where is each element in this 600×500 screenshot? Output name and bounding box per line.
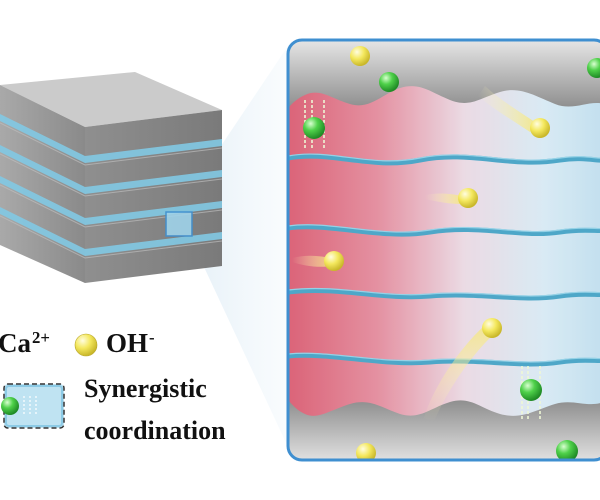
- block-left-face: [0, 85, 85, 283]
- legend-icons: [1, 333, 98, 429]
- ca-ion: [520, 379, 542, 401]
- ca-ions: [303, 58, 600, 460]
- layered-block: [0, 72, 223, 283]
- oh-ion: [324, 251, 344, 271]
- oh-ion: [530, 118, 550, 138]
- ion-trails: [292, 86, 535, 422]
- zoom-panel: [286, 38, 600, 462]
- ca-ion: [556, 440, 578, 460]
- oh-ions: [324, 46, 550, 460]
- ca-ion: [379, 72, 399, 92]
- legend-coordination-label: coordination: [84, 416, 226, 445]
- ca-ion: [303, 117, 325, 139]
- legend-synergistic-label: Synergistic: [84, 374, 207, 403]
- magnification-cone: [176, 40, 295, 462]
- legend-ca-label: Ca2+: [0, 327, 50, 358]
- oh-ion: [458, 188, 478, 208]
- block-right-face: [85, 110, 222, 283]
- ca-ion: [587, 58, 600, 78]
- zoom-region-marker: [165, 211, 193, 237]
- legend-oh-label: OH-: [106, 327, 155, 358]
- fibers: [288, 153, 600, 367]
- legend-coordination-ca-icon: [1, 397, 19, 415]
- oh-ion: [482, 318, 502, 338]
- zoom-panel-border: [286, 38, 600, 462]
- oh-ion: [350, 46, 370, 66]
- block-top-face: [0, 72, 222, 127]
- oh-ion: [356, 443, 376, 460]
- legend-oh-icon: [74, 333, 98, 357]
- interlayer-bands: [0, 114, 222, 256]
